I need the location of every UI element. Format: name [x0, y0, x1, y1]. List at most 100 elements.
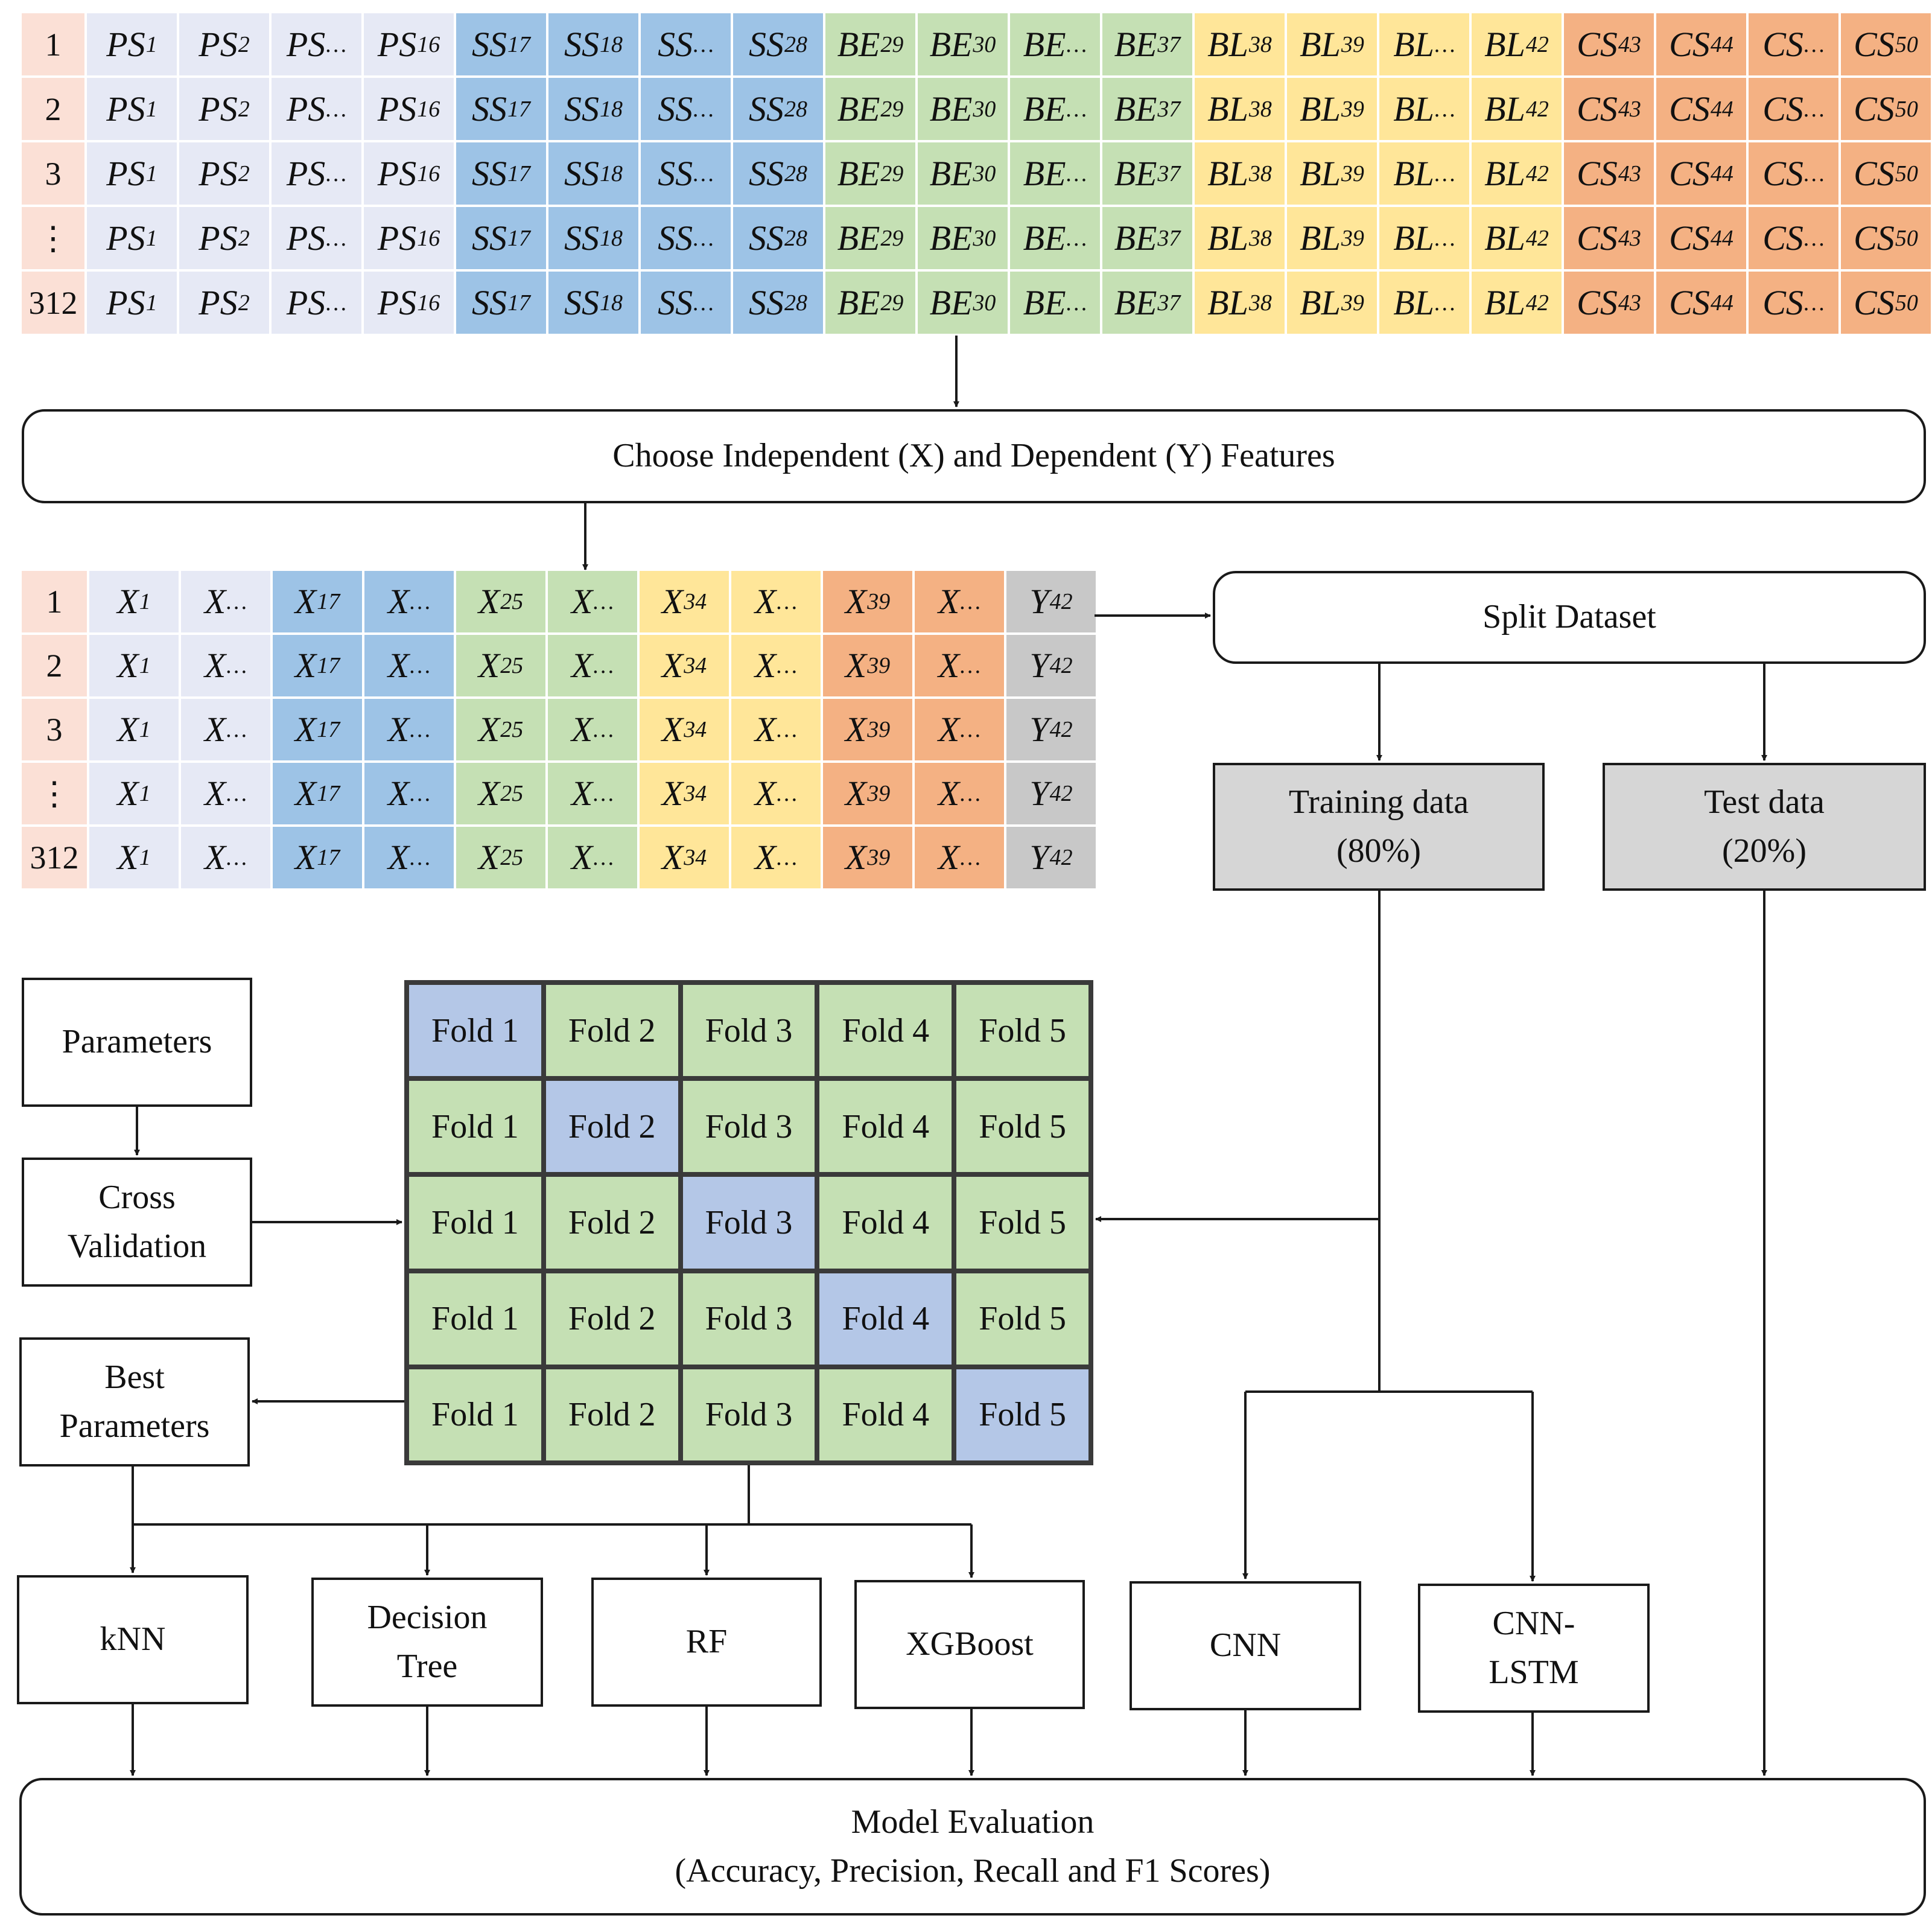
- raw-feature-cell: PS…: [272, 272, 361, 334]
- raw-feature-index: 16: [417, 290, 440, 316]
- choose-features-box: Choose Independent (X) and Dependent (Y)…: [22, 409, 1926, 503]
- selected-feature-cell: X…: [364, 763, 454, 824]
- raw-feature-name: BE: [1023, 89, 1066, 129]
- best-parameters-box: Best Parameters: [19, 1337, 250, 1467]
- raw-feature-index: 17: [507, 161, 530, 186]
- raw-feature-cell: SS…: [641, 207, 731, 269]
- training-fold-cell: Fold 3: [680, 1366, 818, 1463]
- raw-feature-cell: BE…: [1010, 13, 1100, 75]
- raw-feature-name: BE: [929, 153, 973, 193]
- selected-feature-index: 17: [317, 781, 340, 806]
- raw-feature-index: 16: [417, 161, 440, 186]
- raw-feature-name: PS: [377, 24, 417, 64]
- raw-feature-name: CS: [1669, 24, 1710, 64]
- raw-feature-cell: PS…: [272, 78, 361, 140]
- raw-feature-index: …: [1066, 96, 1087, 122]
- selected-feature-index: …: [777, 717, 798, 742]
- cnn-lstm-box: CNN- LSTM: [1418, 1584, 1650, 1713]
- raw-feature-name: BE: [1114, 89, 1157, 129]
- selected-feature-name: X: [938, 710, 960, 749]
- raw-feature-index: 1: [145, 96, 157, 122]
- raw-feature-name: PS: [286, 24, 326, 64]
- raw-feature-index: 16: [417, 225, 440, 251]
- raw-feature-name: BE: [1114, 218, 1157, 258]
- selected-feature-cell: X…: [915, 827, 1004, 888]
- selected-feature-cell: X…: [364, 827, 454, 888]
- training-fold-cell: Fold 1: [407, 1270, 544, 1367]
- selected-feature-name: X: [387, 838, 410, 877]
- cross-validation-label-1: Cross: [98, 1178, 176, 1216]
- selected-feature-cell: X…: [731, 827, 821, 888]
- validation-fold-cell: Fold 3: [680, 1174, 818, 1271]
- selected-feature-name: X: [117, 838, 139, 877]
- raw-feature-index: 38: [1248, 225, 1272, 251]
- raw-feature-name: SS: [472, 282, 507, 322]
- raw-feature-index: 43: [1618, 96, 1641, 122]
- raw-feature-index: 44: [1710, 96, 1733, 122]
- raw-feature-name: BE: [929, 89, 973, 129]
- raw-feature-index: 17: [507, 96, 530, 122]
- validation-fold-cell: Fold 4: [817, 1270, 955, 1367]
- raw-feature-name: SS: [564, 153, 599, 193]
- raw-feature-index: …: [693, 290, 714, 316]
- selected-feature-index: …: [410, 589, 431, 614]
- selected-feature-index: 34: [684, 717, 707, 742]
- selected-row-index: ⋮: [22, 763, 87, 824]
- selected-feature-name: X: [294, 646, 317, 685]
- raw-feature-name: BE: [1114, 153, 1157, 193]
- selected-feature-name: X: [845, 838, 867, 877]
- selected-feature-index: …: [777, 589, 798, 614]
- selected-feature-index: 1: [139, 717, 151, 742]
- raw-feature-name: CS: [1669, 89, 1710, 129]
- raw-feature-index: 42: [1525, 225, 1549, 251]
- selected-feature-index: 42: [1049, 717, 1073, 742]
- raw-feature-index: 43: [1618, 31, 1641, 57]
- selected-feature-name: X: [478, 582, 500, 621]
- raw-feature-index: 44: [1710, 225, 1733, 251]
- raw-feature-cell: BE…: [1010, 272, 1100, 334]
- selected-feature-name: X: [117, 774, 139, 813]
- raw-feature-name: PS: [286, 282, 326, 322]
- training-fold-cell: Fold 3: [680, 1270, 818, 1367]
- raw-feature-index: 30: [973, 225, 996, 251]
- selected-feature-name: X: [661, 582, 684, 621]
- raw-feature-cell: CS…: [1749, 78, 1838, 140]
- raw-feature-index: 1: [145, 225, 157, 251]
- raw-feature-index: 39: [1341, 31, 1364, 57]
- raw-feature-name: CS: [1762, 153, 1803, 193]
- raw-feature-name: SS: [564, 218, 599, 258]
- knn-box: kNN: [17, 1575, 249, 1704]
- raw-feature-name: BE: [1114, 24, 1157, 64]
- selected-feature-index: 17: [317, 589, 340, 614]
- raw-feature-name: PS: [286, 218, 326, 258]
- split-dataset-box: Split Dataset: [1213, 571, 1926, 664]
- selected-feature-name: X: [117, 582, 139, 621]
- raw-feature-cell: BE…: [1010, 207, 1100, 269]
- raw-feature-name: PS: [199, 24, 238, 64]
- raw-feature-name: SS: [749, 153, 784, 193]
- raw-feature-name: PS: [106, 153, 145, 193]
- raw-feature-name: PS: [106, 89, 145, 129]
- raw-feature-index: …: [1803, 225, 1825, 251]
- raw-feature-name: SS: [564, 282, 599, 322]
- selected-feature-name: X: [294, 710, 317, 749]
- selected-feature-name: X: [117, 646, 139, 685]
- raw-feature-name: CS: [1762, 218, 1803, 258]
- selected-feature-name: X: [938, 646, 960, 685]
